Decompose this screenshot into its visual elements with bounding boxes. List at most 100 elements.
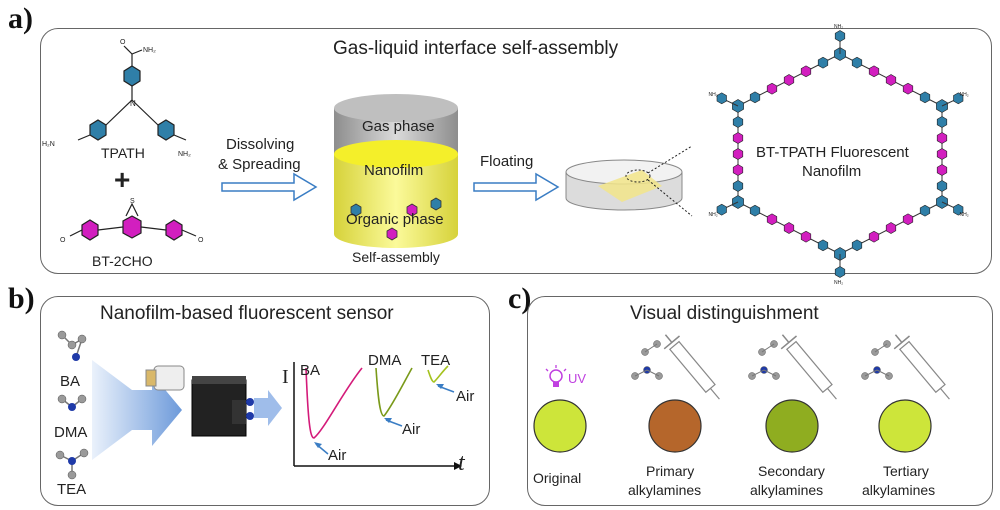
tpath-molecule: N O NH₂ H₂N NH₂ [42, 39, 191, 158]
step1-line1: Dissolving [226, 136, 295, 153]
network-ring [783, 74, 795, 86]
sensor-flow [92, 360, 282, 460]
color-circle [648, 399, 702, 453]
amine-molecules [55, 330, 89, 480]
network-ring [732, 164, 744, 176]
step2-label: Floating [480, 153, 534, 170]
network-ring [936, 164, 948, 176]
network-ring [783, 222, 795, 234]
bt2cho-label: BT-2CHO [92, 253, 153, 269]
syringe-icon [893, 334, 950, 400]
floating-molecule-4 [406, 203, 418, 217]
curve-label-ba: BA [300, 362, 321, 379]
network-nh2-label: NH₂ [834, 24, 843, 30]
network-ring [919, 204, 931, 217]
tpath-ring-right [157, 119, 175, 141]
tpath-ring-top [123, 65, 141, 87]
pump [153, 365, 185, 391]
network-end-ring [716, 203, 727, 216]
network-ring [732, 132, 744, 144]
ba-nitrogen [72, 353, 80, 361]
network-ring [868, 65, 880, 78]
circle-label-original-1: Original [533, 470, 582, 486]
network-ring [800, 230, 812, 243]
panel-a-label: a) [8, 2, 33, 35]
network-ring [902, 82, 914, 95]
air-label-ba: Air [328, 447, 347, 464]
network-end-ring [834, 30, 846, 42]
bt2cho-molecule: S O O [60, 198, 204, 244]
visual-circles [533, 399, 932, 453]
nanofilm-layer [334, 140, 458, 168]
floating-molecule-1 [350, 203, 362, 217]
curve-tea [427, 365, 449, 383]
network-end-ring [834, 266, 846, 278]
amine-dma: DMA [54, 424, 88, 441]
organic-phase-label: Organic phase [346, 211, 444, 228]
network-ring [902, 213, 914, 226]
network-nh2-label: NH₂ [834, 280, 843, 286]
panel-c [527, 296, 993, 506]
amine-molecule [748, 340, 780, 380]
network-nh2-label: NH₂ [708, 212, 717, 218]
circle-label-tertiary-1: Tertiary [883, 463, 929, 479]
network-ring [885, 74, 897, 86]
curve-label-dma: DMA [368, 352, 402, 369]
amine-molecule [861, 340, 893, 380]
curve-ba [305, 367, 363, 439]
panel-a-title: Gas-liquid interface self-assembly [333, 38, 619, 59]
y-axis-label: I [282, 366, 289, 388]
circle-label-tertiary-2: alkylamines [862, 482, 936, 498]
network-ring [817, 56, 829, 69]
network-end-ring [953, 203, 964, 216]
network-ring [851, 56, 863, 69]
network-ring [936, 132, 948, 144]
dma-nitrogen [68, 403, 76, 411]
circle-label-primary-2: alkylamines [628, 482, 702, 498]
panel-b-title: Nanofilm-based fluorescent sensor [100, 303, 394, 324]
output-flow-arrow [254, 390, 282, 426]
circle-label-secondary-1: Secondary [758, 463, 825, 479]
bt2cho-ring-mid [122, 215, 142, 239]
tpath-left-h2n: H₂N [42, 141, 55, 148]
panel-b-label: b) [8, 282, 35, 315]
network-nh2-label: NH₂ [960, 92, 969, 98]
network-ring [885, 222, 897, 234]
syringes-group [631, 334, 950, 400]
network-ring [851, 239, 863, 252]
petri-dish [565, 145, 693, 217]
network-nh2-label: NH₂ [960, 212, 969, 218]
network-ring [936, 116, 948, 128]
floating-nanofilm [598, 170, 662, 202]
circle-label-secondary-2: alkylamines [750, 482, 824, 498]
network-ring [868, 230, 880, 243]
network-ring [766, 213, 778, 226]
bt2cho-s: S [130, 198, 135, 205]
tpath-top-o: O [120, 39, 126, 46]
floating-molecule-2 [430, 197, 442, 211]
network-ring [749, 204, 761, 217]
network-ring [936, 148, 948, 160]
bt2cho-left-o: O [60, 237, 66, 244]
syringe-icon [780, 334, 837, 400]
response-curves [293, 362, 462, 470]
tpath-label: TPATH [101, 145, 145, 161]
step2-arrow [473, 172, 560, 202]
tpath-ring-left [89, 119, 107, 141]
step1-line2: & Spreading [218, 156, 301, 173]
uv-label: UV [568, 371, 587, 386]
network-ring [766, 82, 778, 95]
tea-nitrogen [68, 457, 76, 465]
color-circle [765, 399, 819, 453]
plus-sign: + [114, 164, 131, 195]
floating-molecule-3 [386, 227, 398, 241]
uv-lamp-icon [545, 365, 567, 387]
panel-a [40, 28, 992, 274]
bt2cho-ring-right [165, 219, 183, 241]
network-end-ring [953, 92, 964, 105]
network-ring [732, 180, 744, 192]
amine-molecule [631, 340, 663, 380]
panel-c-title: Visual distinguishment [630, 303, 819, 324]
tpath-top-nh2: NH₂ [143, 47, 156, 54]
tpath-right-nh2: NH₂ [178, 151, 191, 158]
